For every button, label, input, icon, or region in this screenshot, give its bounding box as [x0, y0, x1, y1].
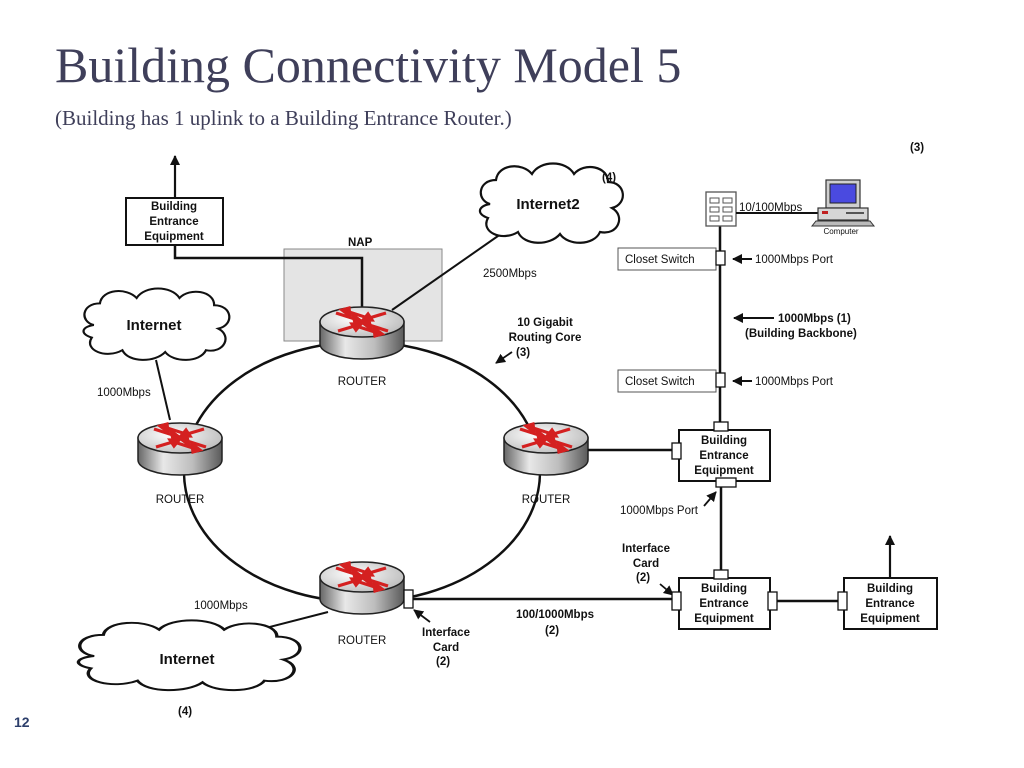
- internet2-label: Internet2: [516, 196, 579, 213]
- router-bottom-label: ROUTER: [338, 635, 387, 647]
- bee-middle-line2: Entrance: [699, 450, 748, 462]
- router-left-icon: [136, 421, 224, 477]
- interface-arrow-right: [659, 583, 674, 596]
- computer-note: (3): [910, 142, 924, 154]
- bee-bottom-line1: Building: [701, 583, 747, 595]
- link-bee-to-nap-router: [173, 245, 364, 308]
- bee-middle-line3: Equipment: [694, 465, 754, 477]
- internet-bottom-note: (4): [178, 706, 192, 718]
- router-right-label: ROUTER: [522, 494, 571, 506]
- interface-left-line1: Interface: [422, 627, 470, 639]
- bee-bottom-port-left: [671, 591, 682, 611]
- port-2-label: 1000Mbps Port: [755, 376, 834, 388]
- port-3-label: 1000Mbps Port: [620, 505, 699, 517]
- computer-label: Computer: [823, 227, 858, 236]
- bee-bottom-right-line1: Building: [867, 583, 913, 595]
- closet-switch-2-label: Closet Switch: [625, 376, 695, 388]
- bee-bottom-right-line2: Entrance: [865, 598, 914, 610]
- slide-number: 12: [14, 714, 30, 730]
- bee-bottom-line3: Equipment: [694, 613, 754, 625]
- bee-top-left-line2: Entrance: [149, 216, 198, 228]
- bee-top-left: [125, 197, 224, 246]
- bee-bottom-right-port: [837, 591, 848, 611]
- nap-label: NAP: [348, 237, 373, 249]
- closet-switch-2-port: [715, 372, 726, 388]
- speed-100-1000-note: (2): [545, 625, 559, 637]
- computer-icon: [810, 179, 876, 227]
- gig-core-arrow: [495, 351, 513, 364]
- slide-title: Building Connectivity Model 5: [55, 37, 682, 93]
- internet-bottom-label: Internet: [159, 651, 214, 668]
- speed-1000-left: 1000Mbps: [97, 387, 151, 399]
- bee-bottom-right-line3: Equipment: [860, 613, 920, 625]
- interface-arrow-left: [413, 609, 431, 623]
- gig-core-note: (3): [516, 347, 530, 359]
- gig-core-line2: Routing Core: [509, 332, 582, 344]
- router-left-label: ROUTER: [156, 494, 205, 506]
- link-internet2: [391, 228, 509, 311]
- bee-top-left-line3: Equipment: [144, 231, 204, 243]
- interface-right-line1: Interface: [622, 543, 670, 555]
- internet2-note: (4): [602, 172, 616, 184]
- bee-top-left-line1: Building: [151, 201, 197, 213]
- bee-bottom-port-right: [767, 591, 778, 611]
- backbone-label: (Building Backbone): [745, 328, 857, 340]
- slide-subtitle: (Building has 1 uplink to a Building Ent…: [55, 106, 512, 130]
- interface-left-note: (2): [436, 656, 450, 668]
- internet-left-label: Internet: [126, 317, 181, 334]
- port-arrow-3: [703, 491, 717, 507]
- router-right-icon: [502, 421, 590, 477]
- speed-1000-bottom: 1000Mbps: [194, 600, 248, 612]
- bee-middle-port-top: [713, 421, 729, 432]
- router-top-icon: [318, 305, 406, 361]
- bee-bottom: [678, 577, 771, 630]
- closet-switch-1-port: [715, 250, 726, 266]
- closet-switch-1-label: Closet Switch: [625, 254, 695, 266]
- bee-middle-port-bottom: [715, 477, 737, 488]
- port-1-label: 1000Mbps Port: [755, 254, 834, 266]
- backbone-speed: 1000Mbps (1): [778, 313, 851, 325]
- interface-right-note: (2): [636, 572, 650, 584]
- bee-middle-port-left: [671, 442, 682, 460]
- bee-middle-line1: Building: [701, 435, 747, 447]
- interface-right-line2: Card: [633, 558, 659, 570]
- bee-bottom-port-top: [713, 569, 729, 580]
- router-bottom-icon: [318, 560, 406, 616]
- gig-core-line1: 10 Gigabit: [517, 317, 573, 329]
- link-internet-left: [155, 359, 171, 421]
- interface-left-line2: Card: [433, 642, 459, 654]
- router-bottom-interface-card: [403, 589, 414, 609]
- bee-bottom-line2: Entrance: [699, 598, 748, 610]
- speed-100-1000: 100/1000Mbps: [516, 609, 594, 621]
- speed-2500: 2500Mbps: [483, 268, 537, 280]
- speed-10-100: 10/100Mbps: [739, 202, 803, 214]
- router-top-label: ROUTER: [338, 376, 387, 388]
